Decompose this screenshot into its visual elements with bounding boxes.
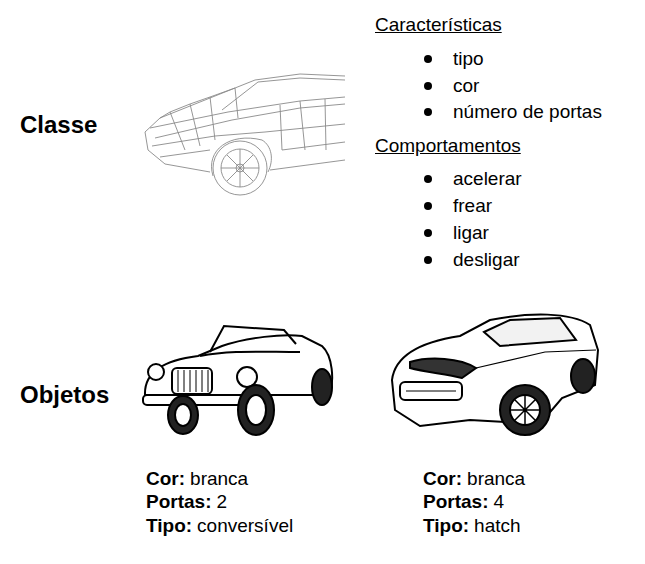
bullet-dot [424, 108, 432, 116]
attribute-value: hatch [474, 514, 520, 537]
list-item: tipo [453, 47, 484, 70]
attribute-name: Portas: [423, 490, 488, 513]
attribute-value: branca [467, 467, 525, 490]
attribute-value: conversível [197, 514, 293, 537]
bullet-dot [424, 229, 432, 237]
bullet-dot [424, 256, 432, 264]
list-item: acelerar [453, 167, 522, 190]
attribute-name: Cor: [423, 467, 462, 490]
section-heading: Características [375, 13, 502, 36]
row-heading: Classe [20, 110, 97, 139]
list-item: número de portas [453, 100, 602, 123]
bullet-dot [424, 82, 432, 90]
list-item: desligar [453, 248, 520, 271]
attribute-value: 2 [216, 490, 227, 513]
convertible-car [143, 326, 332, 435]
attribute-name: Tipo: [146, 514, 192, 537]
attribute-name: Tipo: [423, 514, 469, 537]
section-heading: Comportamentos [375, 134, 521, 157]
wireframe-car [145, 74, 345, 195]
list-item: cor [453, 74, 479, 97]
bullet-dot [424, 55, 432, 63]
list-item: frear [453, 194, 492, 217]
hatch-car [392, 315, 598, 435]
bullet-dot [424, 175, 432, 183]
list-item: ligar [453, 221, 489, 244]
row-heading: Objetos [20, 380, 109, 409]
attribute-name: Cor: [146, 467, 185, 490]
bullet-dot [424, 202, 432, 210]
attribute-value: 4 [493, 490, 504, 513]
attribute-value: branca [190, 467, 248, 490]
attribute-name: Portas: [146, 490, 211, 513]
